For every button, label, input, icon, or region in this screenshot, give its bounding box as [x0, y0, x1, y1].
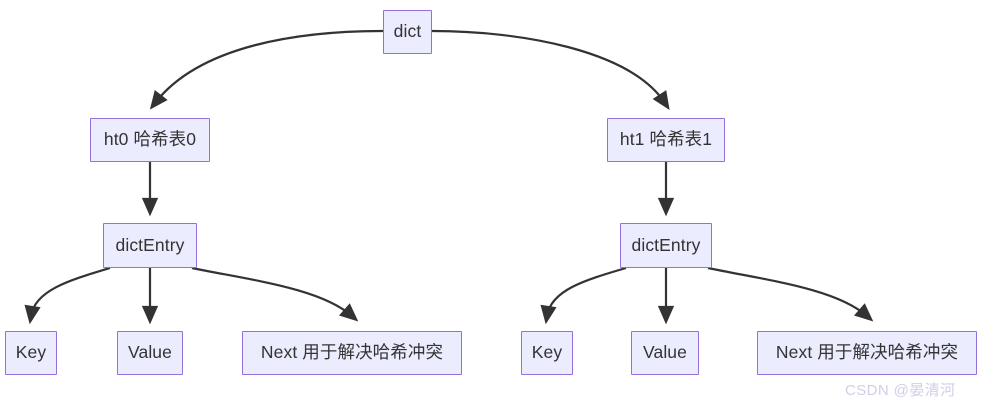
node-label: dictEntry: [115, 234, 185, 255]
node-dictEntryR[interactable]: dictEntry: [620, 223, 712, 268]
csdn-watermark: CSDN @晏清河: [845, 382, 956, 399]
node-keyR[interactable]: Key: [521, 331, 573, 375]
node-label: Value: [643, 342, 687, 363]
node-valueR[interactable]: Value: [631, 331, 699, 375]
edge-dictEntryR-to-next: [707, 266, 874, 322]
edge-dict-to-ht1: [431, 29, 670, 110]
node-keyL[interactable]: Key: [5, 331, 57, 375]
node-label: Next 用于解决哈希冲突: [260, 342, 444, 363]
edge-dictEntryL-to-key: [24, 266, 111, 325]
node-nextL[interactable]: Next 用于解决哈希冲突: [242, 331, 462, 375]
node-dictEntryL[interactable]: dictEntry: [103, 223, 197, 268]
node-ht0[interactable]: ht0 哈希表0: [90, 118, 210, 162]
node-label: Key: [15, 342, 47, 363]
edge-dict-to-ht0: [149, 29, 384, 110]
edge-dictEntryL-to-next: [191, 266, 359, 322]
node-nextR[interactable]: Next 用于解决哈希冲突: [757, 331, 977, 375]
node-ht1[interactable]: ht1 哈希表1: [607, 118, 725, 162]
edge-dictEntryR-to-key: [540, 266, 627, 325]
node-label: Value: [128, 342, 172, 363]
node-dict[interactable]: dict: [383, 10, 432, 54]
node-label: dict: [393, 21, 422, 42]
node-label: ht0 哈希表0: [103, 129, 197, 150]
node-valueL[interactable]: Value: [117, 331, 183, 375]
node-label: dictEntry: [631, 234, 701, 255]
node-label: ht1 哈希表1: [619, 129, 713, 150]
node-label: Key: [531, 342, 563, 363]
node-label: Next 用于解决哈希冲突: [775, 342, 959, 363]
edge-paths: [24, 29, 874, 325]
